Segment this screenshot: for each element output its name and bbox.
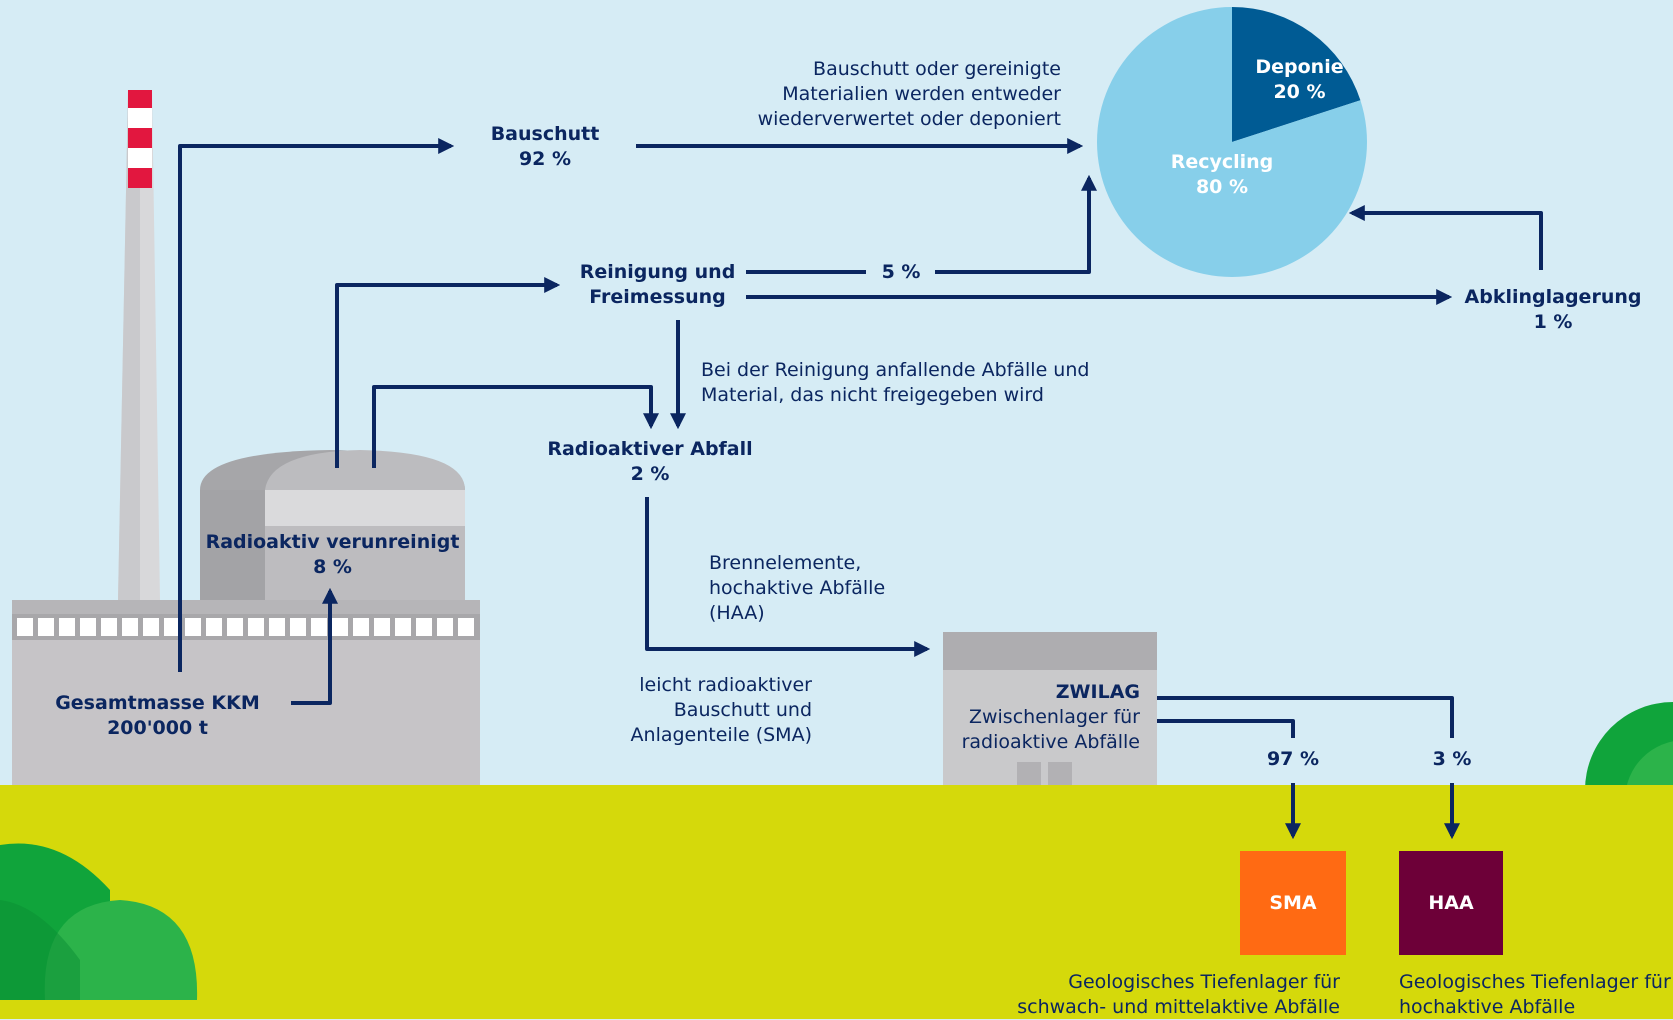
- building-window: [374, 618, 390, 636]
- abkling-title: Abklinglagerung: [1464, 286, 1642, 308]
- reactor-building: [200, 450, 465, 600]
- note-bauschutt-line3: wiederverwertet oder deponiert: [757, 108, 1061, 130]
- pie-label-recycling: Recycling 80 %: [1167, 150, 1277, 200]
- repository-box-sma: SMA: [1240, 851, 1346, 955]
- building-window: [458, 618, 474, 636]
- note-bauschutt-line2: Materialien werden entweder: [782, 83, 1061, 105]
- repository-box-haa: HAA: [1399, 851, 1503, 955]
- node-gesamt: Gesamtmasse KKM 200'000 t: [55, 691, 260, 741]
- building-window: [122, 618, 138, 636]
- note-sma-line2: Bauschutt und: [673, 699, 812, 721]
- arrow-zwilag-to-sma-a: [1157, 719, 1295, 738]
- zwilag-building: [943, 632, 1157, 786]
- gesamt-title: Gesamtmasse KKM: [55, 692, 260, 714]
- caption-sma-line2: schwach- und mittelaktive Abfälle: [1017, 996, 1340, 1018]
- abfall-value: 2 %: [630, 463, 670, 485]
- building-window: [311, 618, 327, 636]
- pie-label-deponie: Deponie 20 %: [1247, 55, 1352, 105]
- note-reinigung-line2: Material, das nicht freigegeben wird: [701, 384, 1044, 406]
- plant-building: [12, 600, 480, 785]
- building-window: [227, 618, 243, 636]
- building-windows: [17, 618, 474, 636]
- bauschutt-value: 92 %: [518, 148, 572, 170]
- abfall-title: Radioaktiver Abfall: [547, 438, 753, 460]
- reinigung-line1: Reinigung und: [579, 261, 736, 283]
- building-window: [59, 618, 75, 636]
- building-window: [395, 618, 411, 636]
- node-zwilag: ZWILAG Zwischenlager für radioaktive Abf…: [945, 680, 1140, 755]
- caption-haa-line1: Geologisches Tiefenlager für: [1399, 971, 1671, 993]
- arrow-gesamt-to-verunreinigt: [291, 587, 338, 705]
- recycling-label: Recycling: [1170, 151, 1274, 173]
- flow-label-3: 3 %: [1432, 748, 1472, 770]
- pie-slice-deponie: [1232, 7, 1361, 142]
- building-window: [269, 618, 285, 636]
- recycling-value: 80 %: [1195, 176, 1249, 198]
- note-sma: leicht radioaktiver Bauschutt und Anlage…: [590, 673, 812, 748]
- node-bauschutt: Bauschutt 92 %: [470, 122, 620, 172]
- arrow-verunreinigt-to-reinigung: [335, 277, 561, 468]
- verunreinigt-title: Radioaktiv verunreinigt: [205, 531, 460, 553]
- node-reinigung: Reinigung und Freimessung: [570, 260, 745, 310]
- flow-label-97: 97 %: [1266, 748, 1320, 770]
- note-reinigung: Bei der Reinigung anfallende Abfälle und…: [701, 358, 1121, 408]
- building-window: [206, 618, 222, 636]
- caption-haa: Geologisches Tiefenlager für hochaktive …: [1399, 970, 1671, 1020]
- building-window: [437, 618, 453, 636]
- building-window: [353, 618, 369, 636]
- recycling-pie-chart: [1096, 7, 1367, 277]
- note-bauschutt-line1: Bauschutt oder gereinigte: [813, 58, 1061, 80]
- building-window: [80, 618, 96, 636]
- zwilag-line1: Zwischenlager für: [968, 706, 1140, 728]
- building-window: [101, 618, 117, 636]
- building-window: [290, 618, 306, 636]
- building-window: [164, 618, 180, 636]
- note-haa: Brennelemente, hochaktive Abfälle (HAA): [709, 551, 929, 626]
- caption-sma: Geologisches Tiefenlager für schwach- un…: [960, 970, 1340, 1020]
- deponie-label: Deponie: [1255, 56, 1344, 78]
- building-window: [143, 618, 159, 636]
- reinigung-line2: Freimessung: [589, 286, 726, 308]
- zwilag-line2: radioaktive Abfälle: [961, 731, 1140, 753]
- building-window: [17, 618, 33, 636]
- chimney: [118, 90, 160, 600]
- building-window: [38, 618, 54, 636]
- building-window: [416, 618, 432, 636]
- arrow-verunreinigt-to-abfall: [372, 385, 659, 468]
- pie-slice-recycling: [1096, 7, 1367, 277]
- bauschutt-title: Bauschutt: [490, 123, 600, 145]
- node-abfall: Radioaktiver Abfall 2 %: [545, 437, 755, 487]
- arrow-reinigung-to-pie-b: [935, 174, 1097, 274]
- node-verunreinigt: Radioaktiv verunreinigt 8 %: [205, 530, 460, 580]
- caption-haa-line2: hochaktive Abfälle: [1399, 996, 1576, 1018]
- flow-label-5: 5 %: [881, 261, 921, 283]
- node-abkling: Abklinglagerung 1 %: [1458, 285, 1648, 335]
- abkling-value: 1 %: [1533, 311, 1573, 333]
- ground: [0, 785, 1673, 1019]
- verunreinigt-value: 8 %: [313, 556, 352, 578]
- arrow-abfall-to-zwilag: [645, 497, 931, 657]
- arrow-zwilag-to-haa-a: [1157, 696, 1454, 738]
- arrow-gesamt-to-bauschutt: [178, 138, 455, 672]
- note-haa-line3: (HAA): [709, 602, 765, 624]
- note-haa-line1: Brennelemente,: [709, 552, 862, 574]
- building-window: [185, 618, 201, 636]
- arrow-abkling-to-pie: [1348, 205, 1543, 270]
- bush-left: [0, 843, 198, 1000]
- caption-sma-line1: Geologisches Tiefenlager für: [1068, 971, 1340, 993]
- note-reinigung-line1: Bei der Reinigung anfallende Abfälle und: [701, 359, 1090, 381]
- building-window: [332, 618, 348, 636]
- zwilag-title: ZWILAG: [1055, 681, 1140, 703]
- note-sma-line3: Anlagenteile (SMA): [630, 724, 812, 746]
- building-window: [248, 618, 264, 636]
- note-bauschutt: Bauschutt oder gereinigte Materialien we…: [700, 57, 1061, 132]
- note-haa-line2: hochaktive Abfälle: [709, 577, 886, 599]
- note-sma-line1: leicht radioaktiver: [639, 674, 812, 696]
- deponie-value: 20 %: [1273, 81, 1326, 103]
- gesamt-value: 200'000 t: [107, 717, 208, 739]
